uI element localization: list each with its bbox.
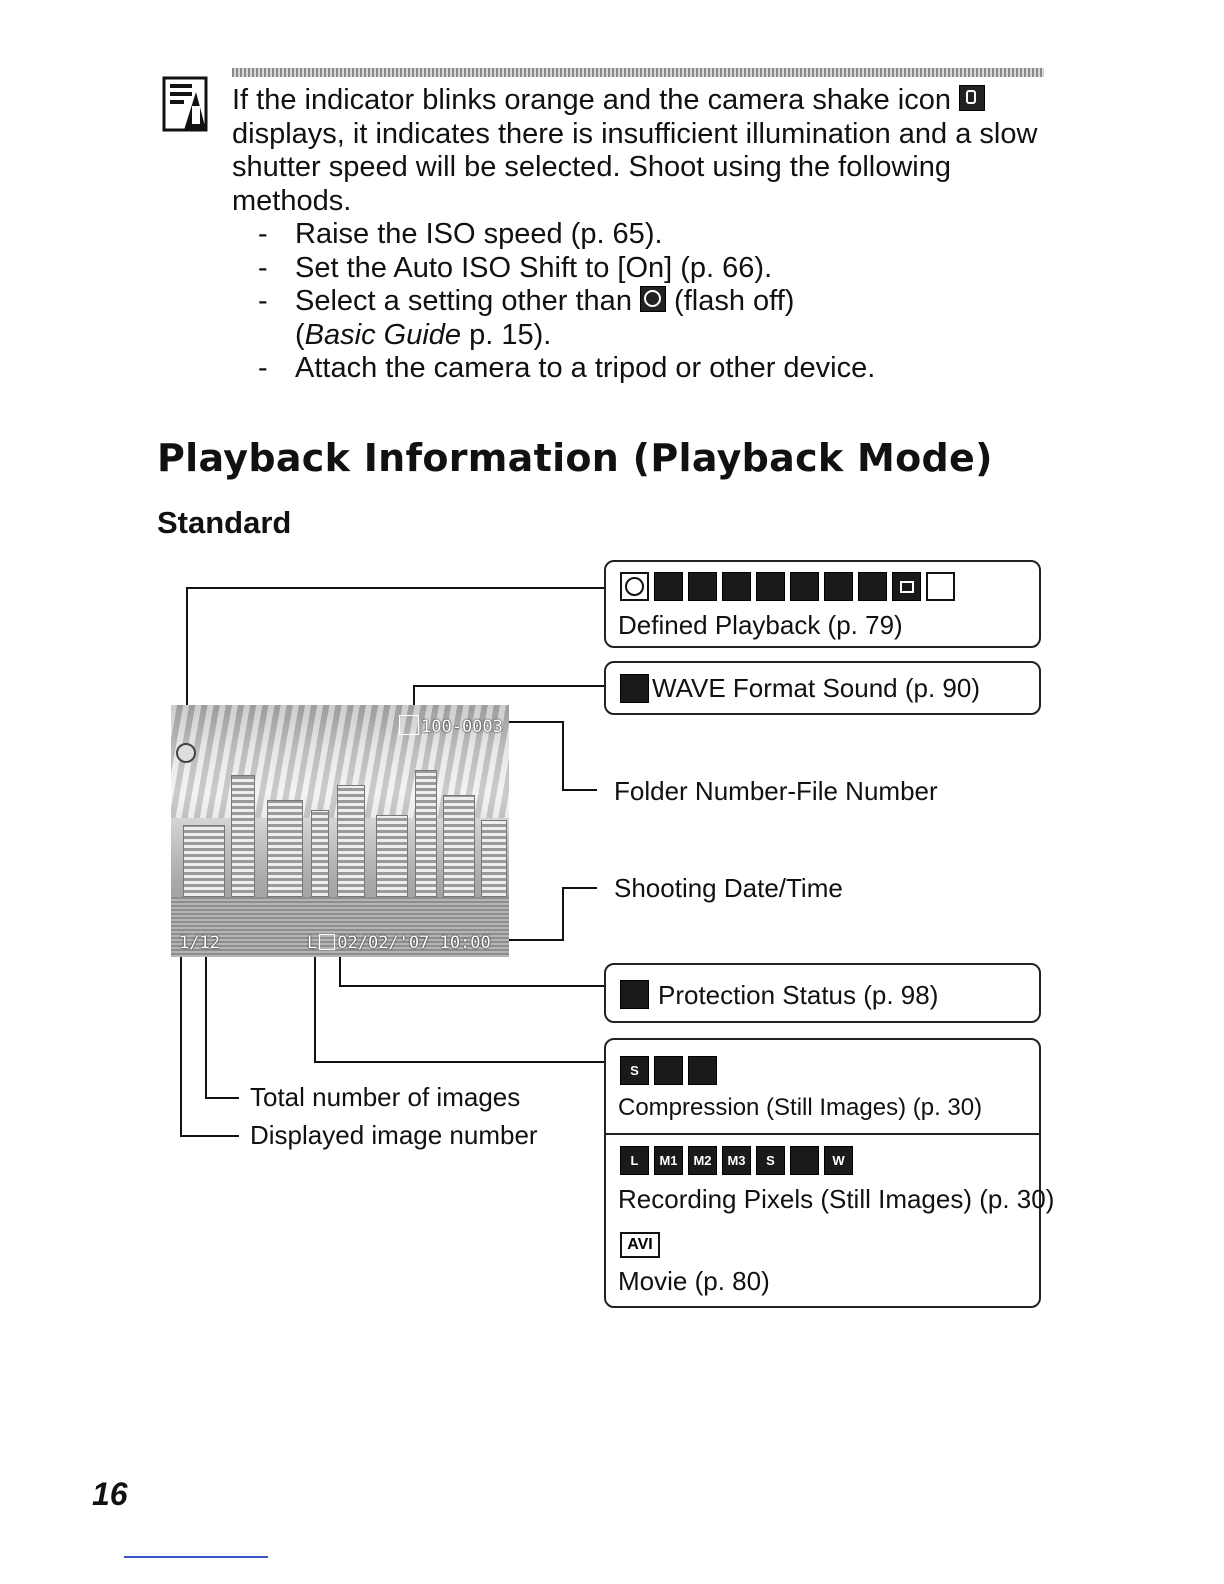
category-3-icon [824, 572, 853, 601]
quality-mark: L [307, 933, 317, 953]
large-icon: L [620, 1146, 649, 1175]
building [337, 785, 365, 897]
building [311, 810, 329, 897]
folder-file-label: Folder Number-File Number [614, 776, 938, 807]
postcard-icon [790, 1146, 819, 1175]
medium-1-icon: M1 [654, 1146, 683, 1175]
category-1-icon [756, 572, 785, 601]
building [443, 795, 475, 897]
box-divider [606, 1133, 1039, 1135]
building [481, 820, 507, 897]
building [415, 770, 437, 897]
footer-rule [124, 1556, 268, 1558]
small-icon: S [756, 1146, 785, 1175]
folder-icon [892, 572, 921, 601]
defined-playback-icons [620, 572, 955, 601]
compression-icons: S [620, 1056, 717, 1085]
protect-icon [319, 934, 335, 950]
superfine-icon: S [620, 1056, 649, 1085]
building [231, 775, 255, 897]
page-number: 16 [92, 1476, 128, 1513]
total-images-label: Total number of images [250, 1082, 520, 1113]
defined-playback-box: Defined Playback (p. 79) [604, 560, 1041, 648]
compression-label: Compression (Still Images) (p. 30) [618, 1094, 982, 1122]
file-number-overlay: 100-0003 [399, 715, 503, 737]
protect-key-icon [620, 980, 649, 1009]
wave-sound-box: WAVE Format Sound (p. 90) [604, 661, 1041, 715]
shooting-date-label: Shooting Date/Time [614, 873, 843, 904]
widescreen-icon: W [824, 1146, 853, 1175]
sound-memo-icon [620, 674, 649, 703]
to-do-icon [858, 572, 887, 601]
building [183, 825, 225, 897]
image-count-overlay: 1/12 [179, 933, 220, 953]
protection-status-label: Protection Status (p. 98) [658, 980, 938, 1011]
normal-icon [688, 1056, 717, 1085]
people-icon [654, 572, 683, 601]
recording-pixel-icons: L M1 M2 M3 S W [620, 1146, 853, 1175]
wave-sound-label: WAVE Format Sound (p. 90) [652, 673, 980, 704]
building [376, 815, 408, 897]
events-icon [722, 572, 751, 601]
protection-status-box: Protection Status (p. 98) [604, 963, 1041, 1023]
defined-playback-label: Defined Playback (p. 79) [618, 610, 903, 641]
compression-pixels-box: S Compression (Still Images) (p. 30) L M… [604, 1038, 1041, 1308]
fine-icon [654, 1056, 683, 1085]
building [267, 800, 303, 897]
sound-icon [399, 715, 419, 735]
movie-label: Movie (p. 80) [618, 1266, 770, 1297]
scenery-icon [688, 572, 717, 601]
medium-3-icon: M3 [722, 1146, 751, 1175]
clock-icon [620, 572, 649, 601]
movie-avi-icon: AVI [620, 1232, 660, 1258]
displayed-number-label: Displayed image number [250, 1120, 538, 1151]
category-2-icon [790, 572, 819, 601]
recording-pixels-label: Recording Pixels (Still Images) (p. 30) [618, 1184, 1054, 1215]
movie-icon [926, 572, 955, 601]
defined-playback-icon [176, 743, 196, 763]
medium-2-icon: M2 [688, 1146, 717, 1175]
